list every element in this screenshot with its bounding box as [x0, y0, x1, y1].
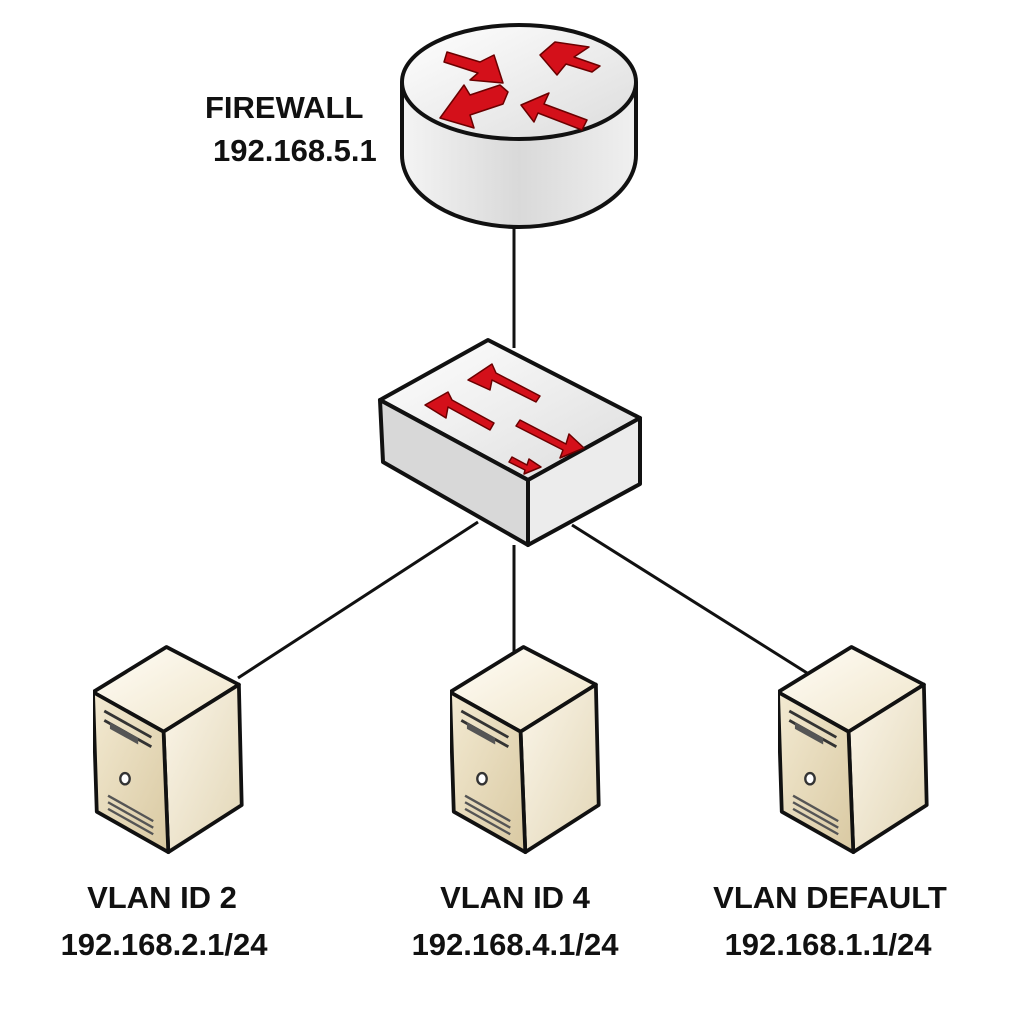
connection-lines	[237, 228, 816, 680]
firewall-label: FIREWALL	[205, 90, 364, 125]
router-icon	[400, 23, 638, 229]
vlan4-label: VLAN ID 4	[440, 880, 590, 915]
switch-arrows-icon	[424, 363, 585, 475]
vlan4-ip: 192.168.4.1/24	[411, 927, 619, 962]
server-icon	[450, 645, 601, 855]
vlan-default-ip: 192.168.1.1/24	[724, 927, 932, 962]
link-switch-vlan2	[237, 520, 479, 680]
vlan-default-label: VLAN DEFAULT	[713, 880, 947, 915]
vlan2-ip: 192.168.2.1/24	[60, 927, 268, 962]
switch-icon	[378, 338, 642, 547]
vlan2-label: VLAN ID 2	[87, 880, 237, 915]
router-arrows-icon	[439, 41, 601, 131]
firewall-ip: 192.168.5.1	[213, 133, 377, 168]
server-icon	[778, 645, 929, 855]
link-switch-default	[571, 523, 816, 680]
server-icon	[93, 645, 244, 855]
